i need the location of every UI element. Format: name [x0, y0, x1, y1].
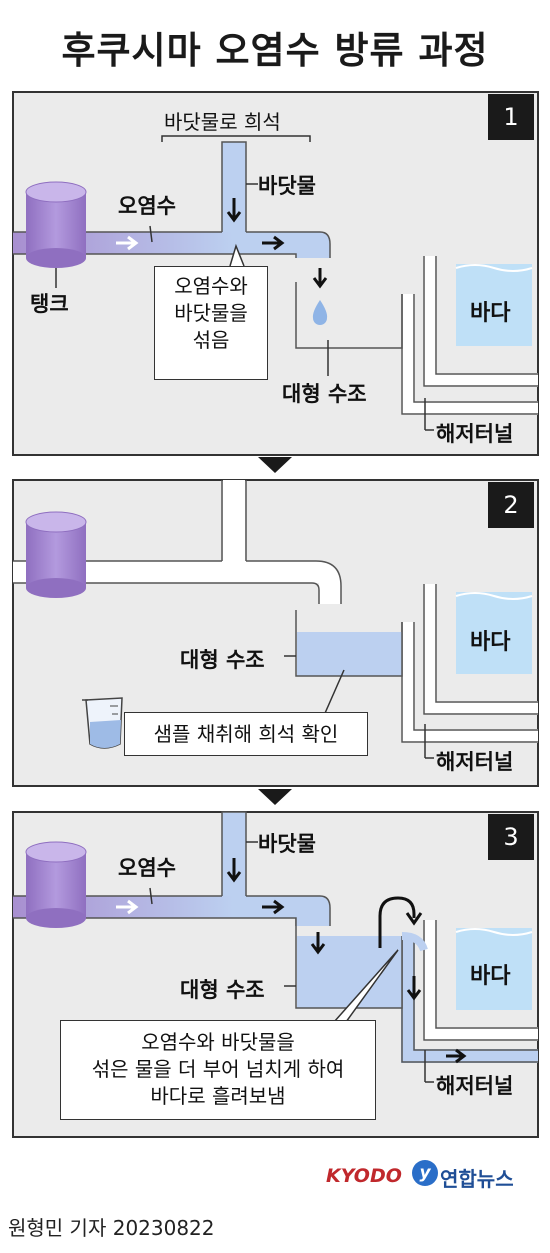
tank-label-1: 탱크 [30, 292, 69, 316]
panel-1-header: 바닷물로 희석 [164, 110, 281, 134]
droplet-icon [312, 300, 328, 325]
step-number-2: 2 [488, 482, 534, 528]
explain-line-1: 오염수와 바닷물을 [141, 1030, 295, 1054]
tunnel-water-3 [401, 940, 538, 1063]
down-arrow-icon [312, 268, 328, 289]
big-tank-water-2 [297, 632, 402, 676]
tunnel-pipe-1 [401, 294, 538, 415]
big-tank-label-2: 대형 수조 [180, 648, 265, 672]
sea-water-1 [456, 264, 532, 346]
flow-arrow-icon [262, 899, 285, 915]
yonhap-name: 연합뉴스 [440, 1167, 514, 1191]
panel-1-frame [12, 91, 539, 456]
seawater-label-3: 바닷물 [258, 832, 316, 856]
step-arrow-icon [258, 789, 292, 805]
step-number-1: 1 [488, 94, 534, 140]
mix-line-1: 오염수와 [174, 274, 248, 298]
down-arrow-icon [406, 976, 422, 1001]
sea-water-2 [456, 592, 532, 674]
seawater-label-1: 바닷물 [258, 174, 316, 198]
yonhap-logo-icon: y [412, 1160, 438, 1186]
page-title: 후쿠시마 오염수 방류 과정 [61, 29, 489, 72]
mix-line-3: 섞음 [192, 328, 230, 352]
down-arrow-icon [226, 858, 242, 883]
kyodo-logo: KYODO [326, 1165, 402, 1187]
beaker-icon [82, 697, 123, 749]
sea-label-1: 바다 [470, 301, 511, 326]
flow-arrow-icon [446, 1048, 467, 1064]
mix-callout: 오염수와 바닷물을 섞음 [154, 266, 268, 380]
big-tank-outline-1 [295, 282, 403, 349]
sea-label-2: 바다 [470, 630, 511, 655]
down-arrow-icon [226, 198, 242, 223]
flow-arrow-icon [262, 235, 285, 251]
mix-line-2: 바닷물을 [174, 301, 248, 325]
seawater-pipe-1 [221, 141, 247, 241]
overflow-arrow-icon [378, 896, 416, 948]
sample-callout: 샘플 채취해 희석 확인 [124, 712, 368, 756]
contaminated-label-1: 오염수 [118, 194, 176, 218]
flow-arrow-icon [116, 899, 139, 915]
tunnel-label-2: 해저터널 [436, 750, 514, 774]
big-tank-label-3: 대형 수조 [180, 978, 265, 1002]
down-arrow-icon [310, 932, 326, 955]
storage-tank-3 [25, 841, 87, 928]
step-arrow-icon [258, 457, 292, 473]
explain-line-3: 바다로 흘려보냄 [150, 1084, 286, 1108]
explain-callout: 오염수와 바닷물을 섞은 물을 더 부어 넘치게 하여 바다로 흘려보냄 [60, 1020, 376, 1120]
tunnel-label-1: 해저터널 [436, 422, 514, 446]
sea-wall [423, 256, 538, 387]
flow-arrow-icon [116, 235, 139, 251]
step-number-3: 3 [488, 814, 534, 860]
contaminated-label-3: 오염수 [118, 856, 176, 880]
storage-tank-1 [25, 181, 87, 268]
explain-line-2: 섞은 물을 더 부어 넘치게 하여 [91, 1057, 345, 1081]
sea-label-3: 바다 [470, 964, 511, 989]
big-tank-label-1: 대형 수조 [282, 382, 367, 406]
tunnel-label-3: 해저터널 [436, 1074, 514, 1098]
storage-tank-2 [25, 511, 87, 598]
panel-1 [12, 91, 539, 456]
reporter-credit: 원형민 기자 20230822 [8, 1216, 215, 1240]
sea-water-3 [456, 928, 532, 1010]
